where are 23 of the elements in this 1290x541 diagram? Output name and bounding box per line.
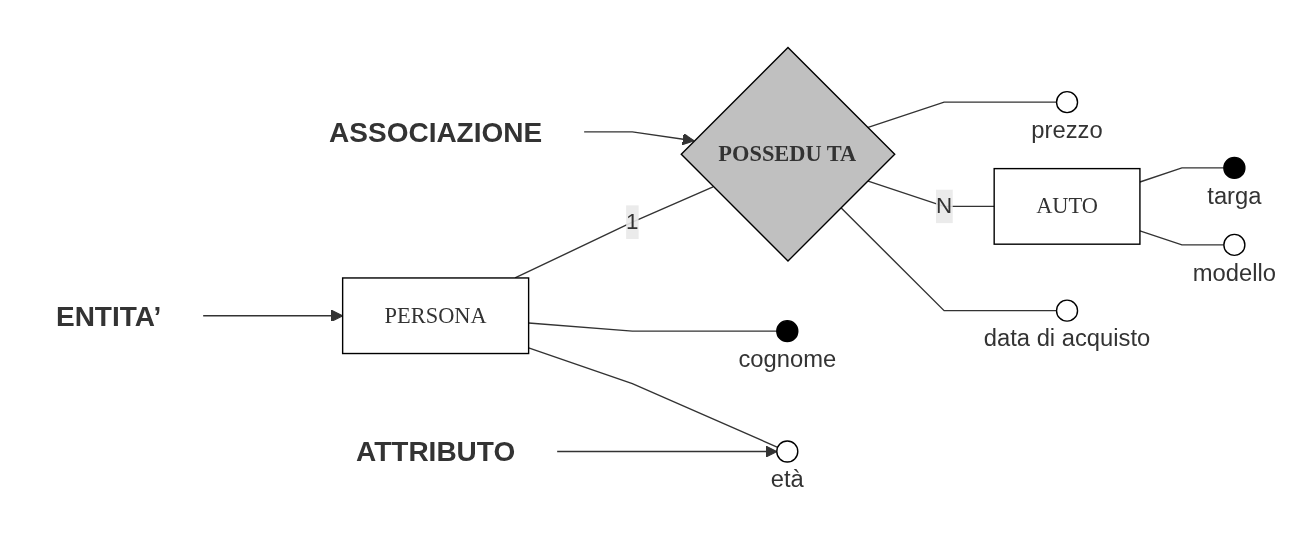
node-circle [1055, 299, 1079, 322]
node-text: ASSOCIAZIONE [329, 116, 543, 148]
arrow [556, 445, 778, 458]
node-box: AUTO [993, 167, 1141, 245]
node-text: ENTITA’ [55, 300, 162, 332]
arrow [583, 131, 695, 146]
node-text: ATTRIBUTO [356, 436, 516, 467]
node-circle [776, 440, 799, 463]
edge-label: N [936, 193, 953, 218]
connector [514, 186, 714, 279]
node-circle [1223, 233, 1246, 257]
attribute-label: cognome [738, 344, 837, 372]
edge-label: 1 [626, 209, 639, 234]
node-circle [1055, 90, 1079, 114]
attribute-label: data di acquisto [983, 324, 1151, 352]
attribute-label: targa [1207, 181, 1262, 209]
attribute-label: modello [1192, 258, 1276, 286]
node-box: PERSONA [341, 277, 530, 355]
node-diamond: POSSEDU TA [680, 46, 896, 262]
attribute-label: età [770, 465, 804, 493]
node-circle [776, 319, 799, 343]
attribute-label: prezzo [1031, 115, 1103, 143]
node-circle [1223, 156, 1246, 180]
